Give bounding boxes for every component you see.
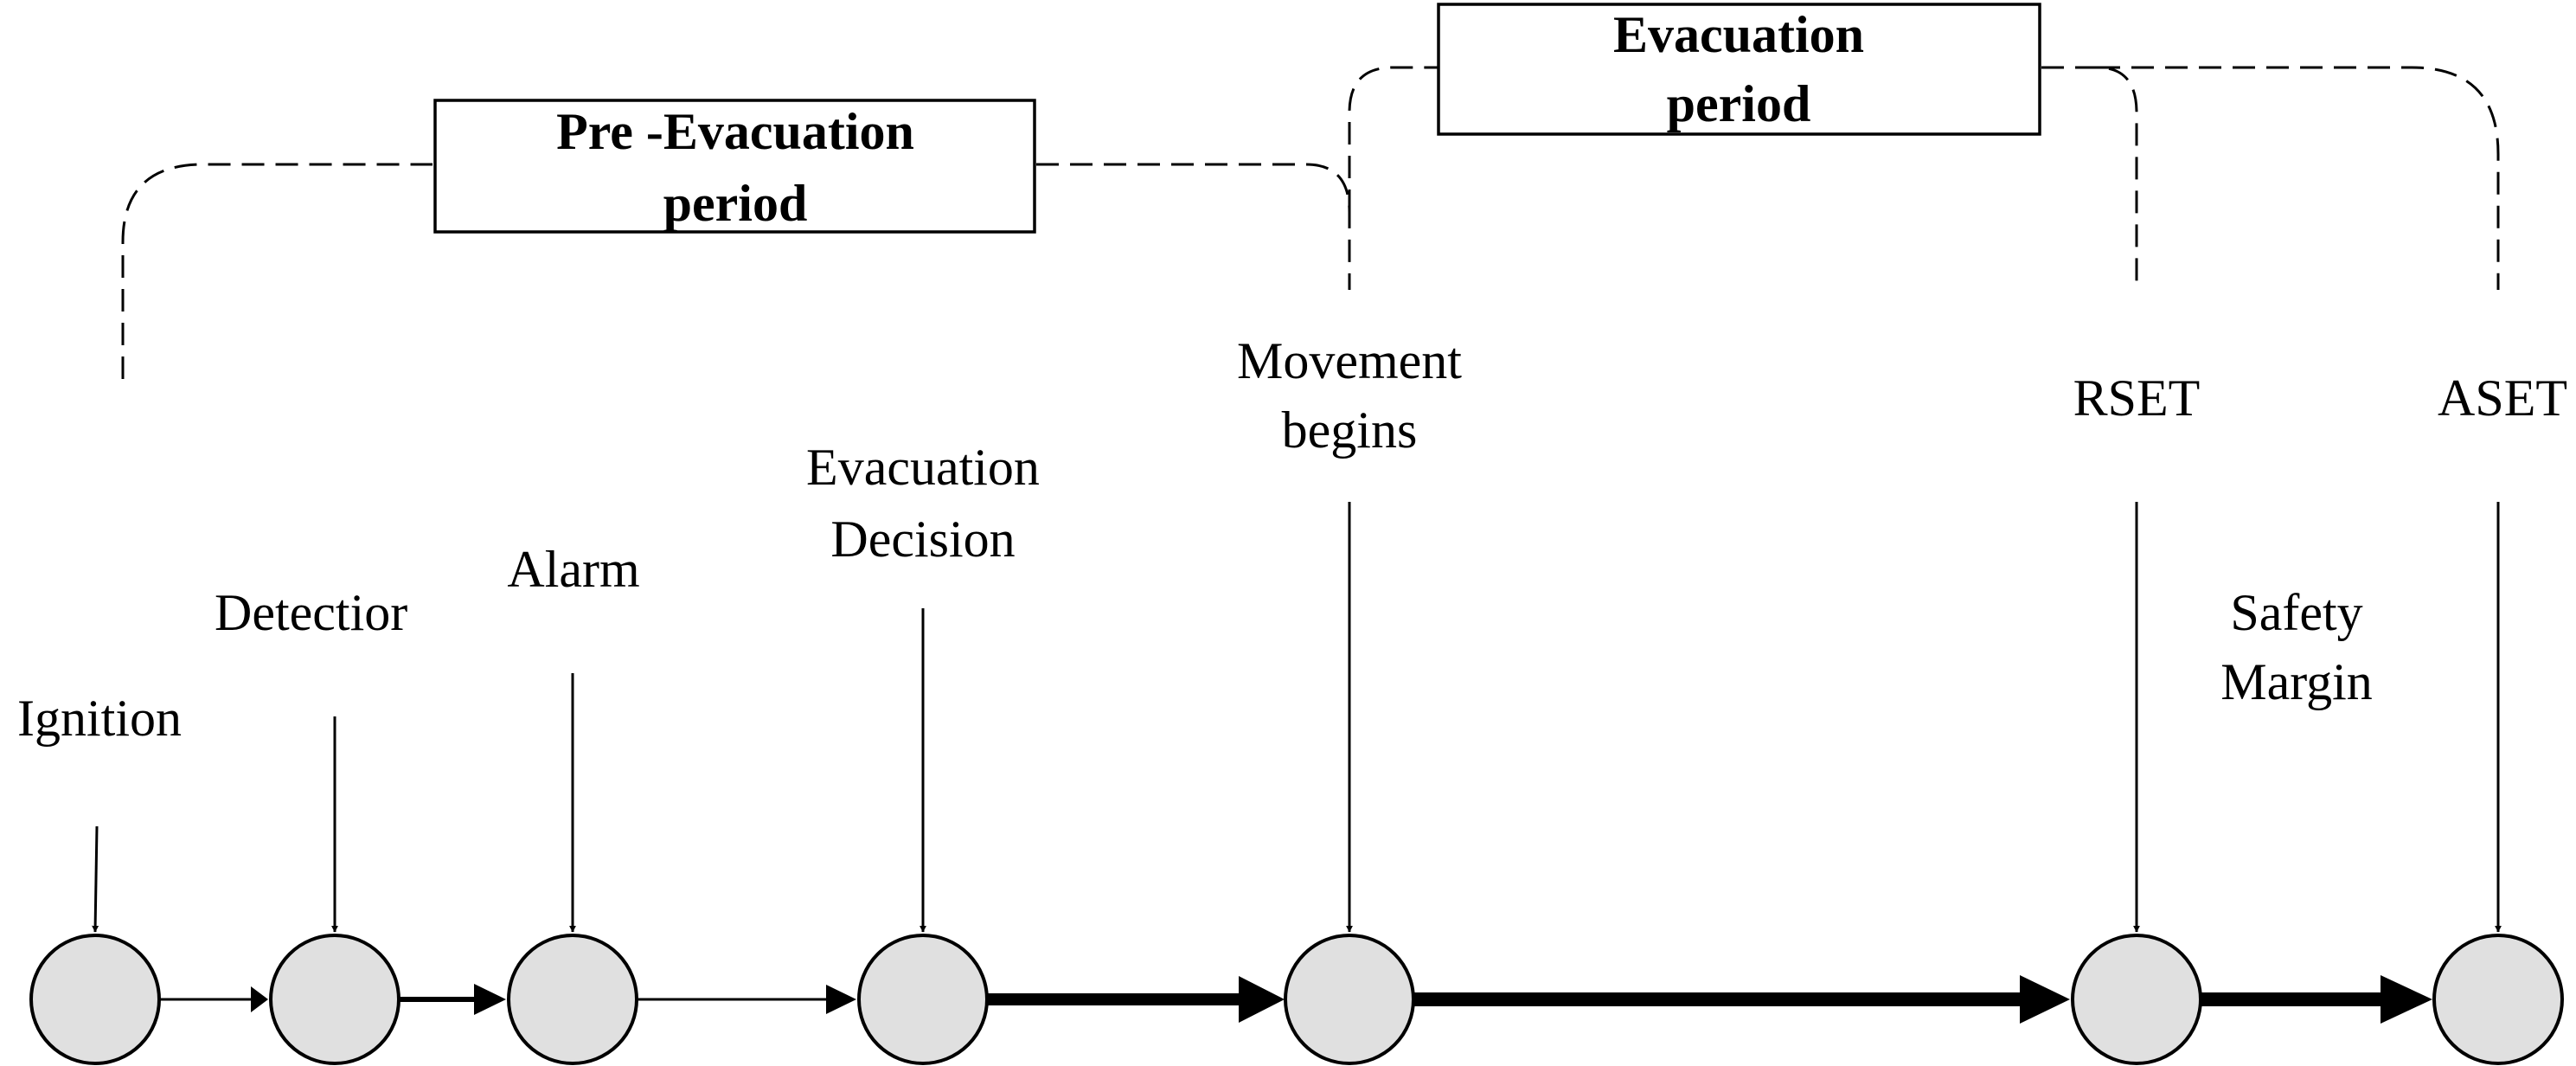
- pre-evacuation-bracket-left: [121, 163, 433, 379]
- connector-alarm-decision-arrowhead: [826, 985, 856, 1014]
- connector-ignition-detection-arrowhead: [251, 986, 268, 1012]
- pre-evacuation-period-box: Pre -Evacuation period: [433, 99, 1036, 234]
- detection-label-clip: [433, 580, 467, 649]
- movement-begins-node: [1284, 934, 1415, 1065]
- detection-node: [269, 934, 400, 1065]
- rset-node: [2071, 934, 2202, 1065]
- movement-begins-label-line2: begins: [1282, 401, 1418, 459]
- aset-label: ASET: [2438, 369, 2567, 427]
- pre-evacuation-period-label-line2: period: [663, 175, 808, 232]
- evacuation-period-label-line1: Evacuation: [1613, 6, 1864, 63]
- connector-rset-aset-arrowhead: [2381, 975, 2432, 1024]
- rset-label: RSET: [2073, 369, 2201, 427]
- aset-node: [2432, 934, 2564, 1065]
- pre-evacuation-period-label-line1: Pre -Evacuation: [556, 103, 914, 160]
- ignition-label: Ignition: [17, 690, 182, 747]
- evacuation-bracket-left: [1348, 66, 1438, 212]
- alarm-node: [507, 934, 638, 1065]
- evacuation-decision-label-line1: Evacuation: [806, 439, 1040, 496]
- ignition-node: [29, 934, 161, 1065]
- evacuation-period-box: Evacuation period: [1437, 3, 2041, 136]
- detection-label: Detectior: [215, 584, 407, 641]
- connector-detection-alarm-arrowhead: [474, 984, 506, 1015]
- pre-evacuation-bracket-right: [1036, 163, 1351, 290]
- evacuation-period-label-line2: period: [1667, 75, 1811, 132]
- safety-margin-label-line2: Margin: [2220, 653, 2373, 710]
- safety-margin-label-line1: Safety: [2230, 584, 2362, 641]
- ignition-pointer-arrow: [92, 825, 99, 933]
- movement-begins-label-line1: Movement: [1237, 332, 1462, 389]
- evacuation-decision-label-line2: Decision: [830, 511, 1015, 568]
- evacuation-bracket-rset: [2041, 66, 2138, 290]
- timeline-connectors: [160, 975, 2432, 1024]
- evacuation-bracket-aset: [2098, 66, 2500, 290]
- connector-movement-rset-arrowhead: [2020, 975, 2070, 1024]
- connector-decision-movement-arrowhead: [1239, 976, 1285, 1023]
- alarm-label: Alarm: [507, 541, 639, 598]
- evacuation-decision-node: [857, 934, 989, 1065]
